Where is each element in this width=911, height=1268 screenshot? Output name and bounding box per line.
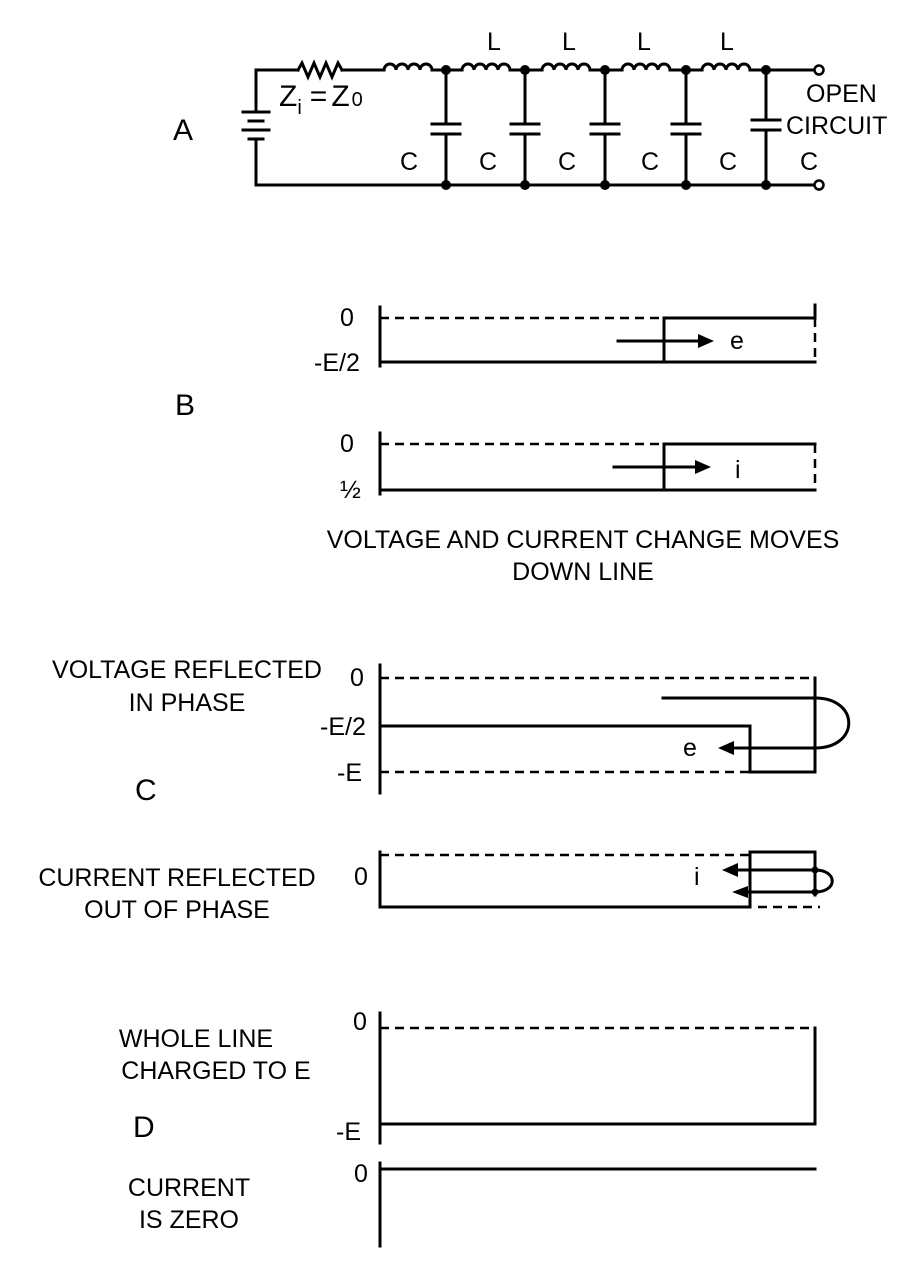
caption-c-voltage: IN PHASE bbox=[129, 689, 246, 717]
capacitor-icon bbox=[589, 68, 621, 187]
axis-label: 0 bbox=[354, 863, 368, 891]
caption-d-voltage: WHOLE LINE bbox=[119, 1025, 273, 1053]
voltage-plot-c: 0 -E/2 -E e bbox=[320, 663, 851, 795]
caption-b: VOLTAGE AND CURRENT CHANGE MOVES bbox=[327, 526, 840, 554]
capacitor-label: C bbox=[558, 148, 576, 176]
circuit-diagram: A bbox=[173, 28, 887, 191]
capacitor-icon bbox=[509, 68, 541, 187]
axis-label: 0 bbox=[350, 664, 364, 692]
axis-label: -E/2 bbox=[320, 713, 366, 741]
arrow-left-icon bbox=[722, 863, 738, 877]
inductor-label: L bbox=[487, 28, 501, 56]
caption-c-voltage: VOLTAGE REFLECTED bbox=[52, 656, 322, 684]
capacitor-label: C bbox=[800, 148, 818, 176]
current-plot-d: 0 bbox=[354, 1160, 817, 1248]
section-label-d: D bbox=[133, 1111, 155, 1144]
arrow-left-icon bbox=[732, 886, 748, 898]
section-label-a: A bbox=[173, 114, 193, 147]
panel-b: B 0 -E/2 e 0 ½ i bbox=[175, 303, 840, 586]
wave-label-e: e bbox=[730, 327, 744, 355]
battery-icon bbox=[241, 68, 271, 187]
arrow-right-icon bbox=[695, 460, 711, 474]
inductor-icon bbox=[382, 62, 448, 72]
capacitor-label: C bbox=[719, 148, 737, 176]
axis-label: -E/2 bbox=[314, 349, 360, 377]
axis-label: -E bbox=[336, 1118, 361, 1146]
axis-label: 0 bbox=[354, 1160, 368, 1188]
capacitor-label: C bbox=[400, 148, 418, 176]
axis-label: -E bbox=[337, 759, 362, 787]
axis-label: ½ bbox=[340, 476, 361, 504]
terminal-bottom bbox=[813, 179, 825, 191]
junction-dots bbox=[441, 65, 771, 190]
arrow-left-icon bbox=[718, 741, 734, 755]
inductor-icon bbox=[684, 62, 768, 72]
capacitor-icon bbox=[750, 68, 782, 187]
termination-label: CIRCUIT bbox=[786, 112, 887, 140]
wave-label-i: i bbox=[694, 863, 700, 891]
terminal-top bbox=[813, 64, 825, 76]
caption-d-voltage: CHARGED TO E bbox=[121, 1057, 310, 1085]
arrow-right-icon bbox=[698, 334, 714, 348]
panel-c: C VOLTAGE REFLECTED IN PHASE 0 -E/2 -E e… bbox=[38, 656, 851, 924]
capacitor-label: C bbox=[641, 148, 659, 176]
caption-d-current: IS ZERO bbox=[139, 1206, 239, 1234]
inductor-icon bbox=[444, 62, 527, 72]
section-label-c: C bbox=[135, 774, 157, 807]
inductor-label: L bbox=[637, 28, 651, 56]
axis-label: 0 bbox=[353, 1008, 367, 1036]
caption-c-current: OUT OF PHASE bbox=[84, 896, 270, 924]
current-plot-c: 0 i bbox=[354, 850, 834, 909]
capacitor-icon bbox=[430, 68, 462, 187]
inductor-icon bbox=[523, 62, 607, 72]
section-label-b: B bbox=[175, 389, 195, 422]
axis-label: 0 bbox=[340, 430, 354, 458]
panel-d: D WHOLE LINE CHARGED TO E 0 -E CURRENT I… bbox=[119, 1008, 817, 1248]
inductor-label: L bbox=[562, 28, 576, 56]
voltage-plot-d: 0 -E bbox=[336, 1008, 817, 1146]
inductor-label: L bbox=[720, 28, 734, 56]
capacitor-label: C bbox=[479, 148, 497, 176]
caption-b: DOWN LINE bbox=[512, 558, 654, 586]
caption-d-current: CURRENT bbox=[128, 1174, 250, 1202]
wave-label-e: e bbox=[683, 734, 697, 762]
axis-label: 0 bbox=[340, 304, 354, 332]
voltage-plot-b: 0 -E/2 e bbox=[314, 303, 817, 377]
caption-c-current: CURRENT REFLECTED bbox=[38, 864, 315, 892]
capacitor-icon bbox=[670, 68, 702, 187]
resistor-icon bbox=[295, 59, 345, 81]
termination-label: OPEN bbox=[806, 80, 877, 108]
inductor-icon bbox=[603, 62, 688, 72]
wave-label-i: i bbox=[735, 456, 741, 484]
current-plot-b: 0 ½ i bbox=[340, 430, 817, 504]
